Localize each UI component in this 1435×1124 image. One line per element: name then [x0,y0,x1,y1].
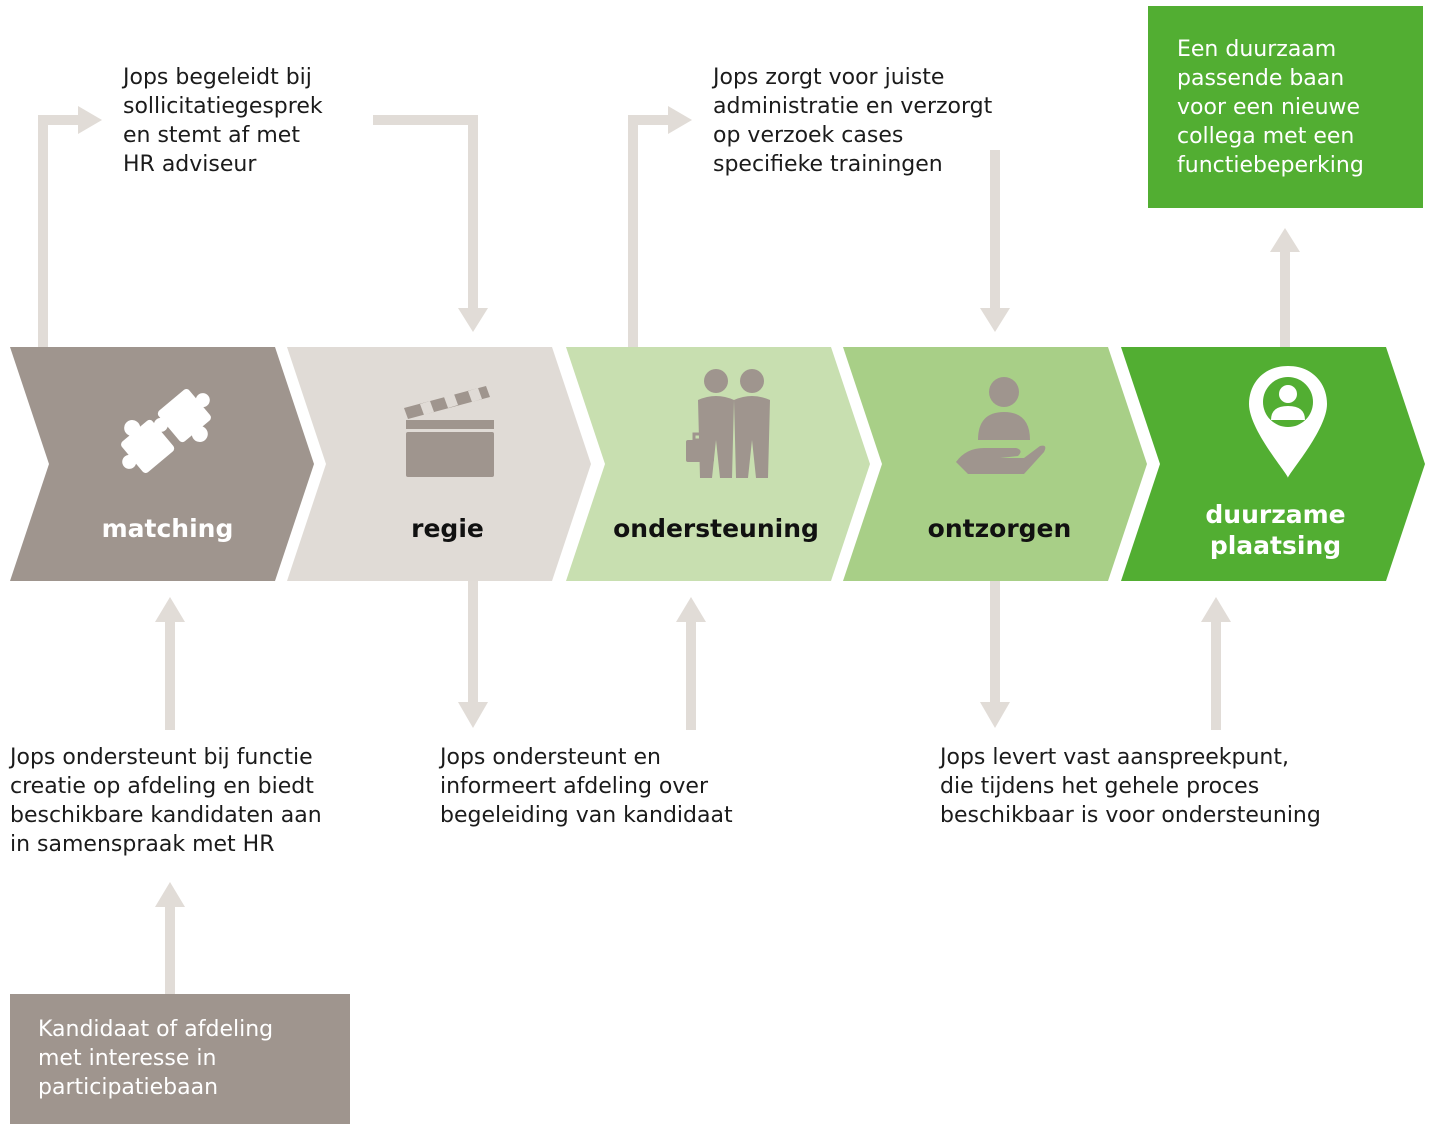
location-pin-person-icon [1249,366,1327,478]
step-label-regie: regie [411,514,484,543]
connector-arrow-start-box-up [155,882,185,995]
connector-arrow-note-to-ontzorgen [980,150,1010,332]
connector-arrow-up-duurzame [1201,597,1231,730]
note-ontzorgen-bottom: Jops levert vast aanspreekpunt, die tijd… [940,745,1321,828]
chevron-ondersteuning [566,347,870,581]
connector-arrow-ontzorgen-down [980,581,1010,728]
end-box-duurzame-baan: Een duurzaam passende baan voor een nieu… [1148,6,1423,208]
person-in-hand-icon [956,377,1046,474]
connector-arrow-ondersteuning-to-note [628,106,692,347]
connectors [38,106,1300,995]
note-regie-bottom: Jops ondersteunt en informeert afdeling … [440,745,733,828]
chevron-matching [10,347,314,581]
connector-arrow-matching-to-note [38,106,102,347]
connector-arrow-up-matching [155,597,185,730]
step-label-matching: matching [101,514,234,543]
connector-arrow-to-end-box [1270,228,1300,347]
step-label-ontzorgen: ontzorgen [927,514,1072,543]
step-label-duurzame-plaatsing: duurzame plaatsing [1205,500,1346,560]
connector-arrow-note-to-regie [373,115,488,332]
clapperboard-icon [404,386,494,477]
start-box-kandidaat: Kandidaat of afdeling met interesse in p… [10,994,350,1124]
step-label-ondersteuning: ondersteuning [613,514,819,543]
two-people-icon [686,369,770,478]
note-ondersteuning-top: Jops zorgt voor juiste administratie en … [713,65,993,177]
chevron-duurzame-plaatsing [1121,347,1425,581]
puzzle-icon [121,389,211,473]
connector-arrow-up-ondersteuning [676,597,706,730]
connector-arrow-regie-down [458,581,488,728]
note-matching-top: Jops begeleidt bij sollicitatiegesprek e… [123,65,323,177]
note-matching-bottom: Jops ondersteunt bij functie creatie op … [10,745,322,857]
